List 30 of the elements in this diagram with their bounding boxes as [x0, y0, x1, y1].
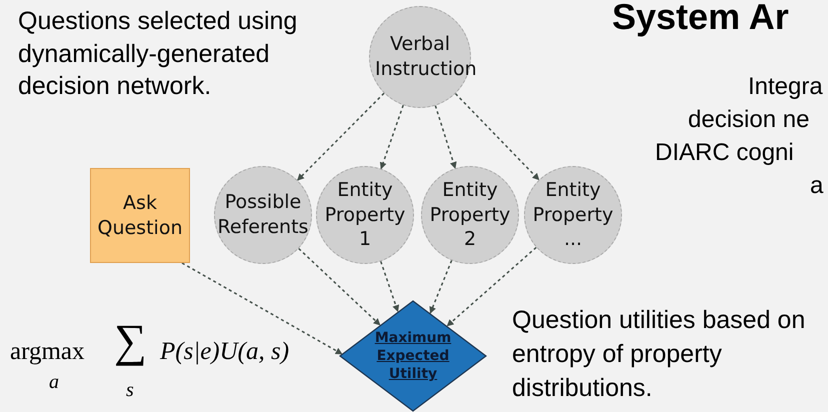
- arrow: [297, 92, 385, 181]
- node-label: Entity Property ...: [532, 178, 614, 250]
- formula-operator: argmax: [10, 337, 85, 367]
- arrow: [380, 261, 400, 312]
- arrow: [434, 105, 457, 169]
- node-label: Ask Question: [98, 192, 182, 238]
- description-text: Question utilities based on entropy of property distributions.: [512, 305, 806, 404]
- arrow: [454, 93, 540, 180]
- title: System Ar: [612, 0, 789, 38]
- arrow: [298, 248, 380, 326]
- formula-subscript: a: [49, 370, 59, 395]
- node-label: Possible Referents: [218, 191, 308, 238]
- arrow: [446, 246, 537, 326]
- formula-subscript: s: [126, 378, 134, 403]
- arrow: [380, 104, 404, 170]
- node-label: Entity Property 2: [430, 178, 510, 250]
- node-label: Maximum Expected Utility: [374, 330, 452, 382]
- description-text: Questions selected using dynamically-generated decision network.: [18, 6, 298, 102]
- node-label: Verbal Instruction: [375, 33, 477, 80]
- description-text: Integra: [748, 72, 823, 102]
- arrow: [429, 260, 452, 314]
- description-text: a: [810, 171, 824, 201]
- arrow: [182, 262, 343, 355]
- action-box: [90, 168, 190, 263]
- description-text: decision ne: [688, 105, 810, 135]
- description-text: DIARC cogni: [655, 138, 794, 168]
- formula-sum: ∑: [114, 318, 147, 364]
- decision-diamond: [339, 300, 487, 412]
- node-label: Entity Property 1: [324, 178, 406, 250]
- formula-expression: P(s|e)U(a, s): [160, 337, 290, 367]
